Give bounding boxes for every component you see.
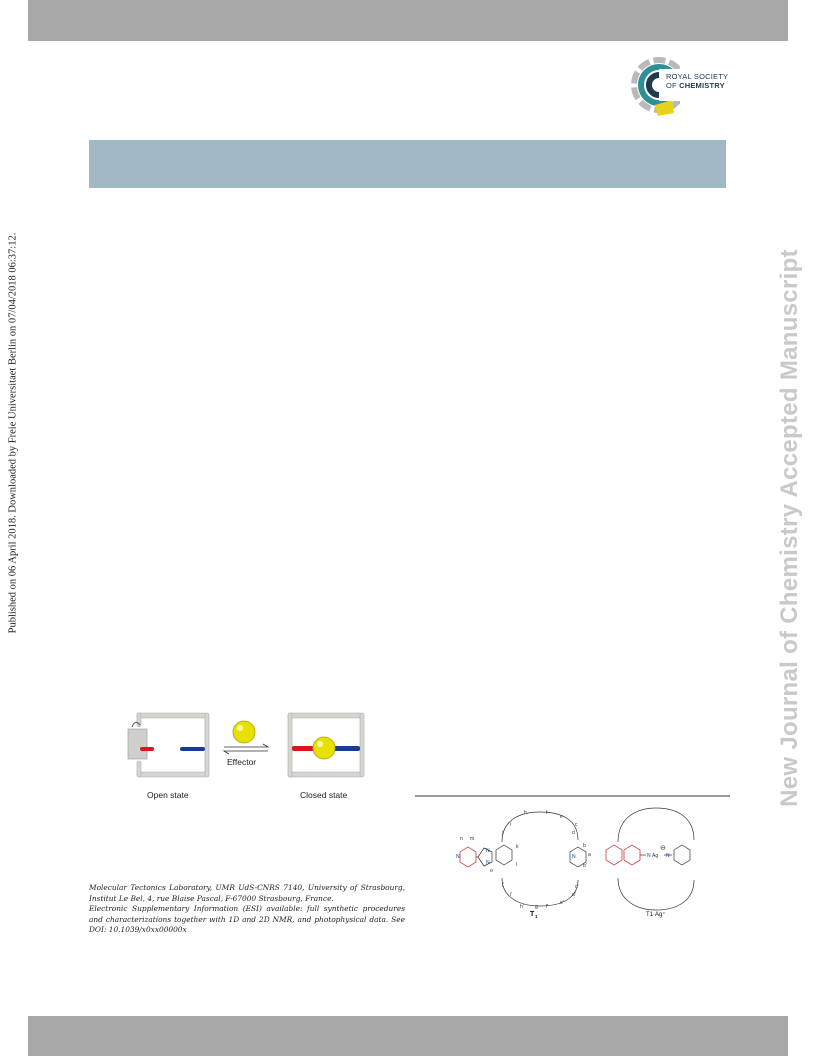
proton-label-d-prime: d' bbox=[572, 892, 576, 898]
affiliation-text: Molecular Tectonics Laboratory, UMR UdS-… bbox=[89, 883, 405, 903]
atom-n-complex-left: N bbox=[647, 853, 651, 859]
esi-text: Electronic Supplementary Information (ES… bbox=[89, 904, 405, 934]
proton-label-o: o bbox=[490, 868, 493, 874]
logo-line-2: OF CHEMISTRY bbox=[666, 81, 725, 90]
molecular-switch-figure bbox=[127, 712, 365, 778]
proton-label-l: l bbox=[516, 862, 517, 868]
t1-structures-drawing: m n k l a b b' c c' d d' e e' f f' g h h… bbox=[456, 807, 695, 919]
rsc-logo-emblem bbox=[631, 57, 680, 116]
proton-label-c-prime: c' bbox=[575, 884, 579, 890]
chemical-structures: m n k l a b b' c c' d d' e e' f f' g h h… bbox=[440, 800, 700, 920]
atom-n-right: N bbox=[572, 854, 576, 860]
closed-state-label: Closed state bbox=[300, 790, 348, 800]
atom-n-imid-1: N bbox=[486, 848, 490, 854]
column-divider bbox=[415, 795, 730, 797]
logo-line-1: ROYAL SOCIETY bbox=[666, 72, 729, 81]
effector bbox=[222, 720, 270, 755]
proton-label-m: m bbox=[470, 836, 474, 842]
proton-label-n: n bbox=[460, 836, 463, 842]
effector-label: Effector bbox=[227, 757, 257, 767]
proton-label-e: e bbox=[560, 814, 563, 820]
proton-label-i: i bbox=[510, 822, 511, 828]
proton-label-i-prime: i' bbox=[510, 892, 512, 898]
proton-label-b-prime: b' bbox=[583, 863, 587, 869]
minus-charge: ⊖ bbox=[660, 845, 666, 852]
proton-label-a: a bbox=[588, 852, 591, 858]
article-type-band bbox=[89, 140, 726, 188]
publication-stamp: Published on 06 April 2018. Downloaded b… bbox=[7, 232, 19, 634]
atom-ag: Ag bbox=[652, 853, 658, 859]
t1-label: T bbox=[530, 911, 535, 918]
proton-label-h-prime: h' bbox=[520, 904, 524, 910]
proton-label-j-prime: j' bbox=[501, 882, 504, 888]
proton-label-h: h bbox=[524, 810, 527, 816]
rsc-logo: ROYAL SOCIETY OF CHEMISTRY bbox=[630, 53, 734, 117]
atom-n-left: N bbox=[456, 854, 460, 860]
proton-label-e-prime: e' bbox=[560, 900, 564, 906]
bottom-footer-bar bbox=[28, 1016, 788, 1056]
atom-n-imid-2: N bbox=[486, 860, 490, 866]
closed-state-frame bbox=[287, 712, 365, 778]
proton-label-f-prime: f' bbox=[546, 904, 548, 910]
top-header-bar bbox=[28, 0, 788, 41]
open-state-frame bbox=[127, 712, 210, 778]
t1-ag-label: T1·Ag⁺ bbox=[646, 911, 666, 918]
proton-label-g: g bbox=[535, 904, 538, 910]
proton-label-j: j bbox=[501, 830, 503, 836]
open-state-label: Open state bbox=[147, 790, 189, 800]
proton-label-k: k bbox=[516, 844, 519, 850]
proton-label-f: f bbox=[546, 810, 548, 816]
proton-label-b: b bbox=[583, 843, 586, 849]
toc-graphic: Effector Open state Closed state bbox=[120, 705, 375, 805]
affiliation-footnote: Molecular Tectonics Laboratory, UMR UdS-… bbox=[89, 883, 405, 936]
atom-n-complex-right: N bbox=[666, 853, 670, 859]
proton-label-d: d bbox=[572, 830, 575, 836]
accepted-manuscript-watermark: New Journal of Chemistry Accepted Manusc… bbox=[776, 249, 803, 807]
proton-label-c: c bbox=[575, 822, 578, 828]
t1-subscript: 1 bbox=[535, 914, 538, 919]
